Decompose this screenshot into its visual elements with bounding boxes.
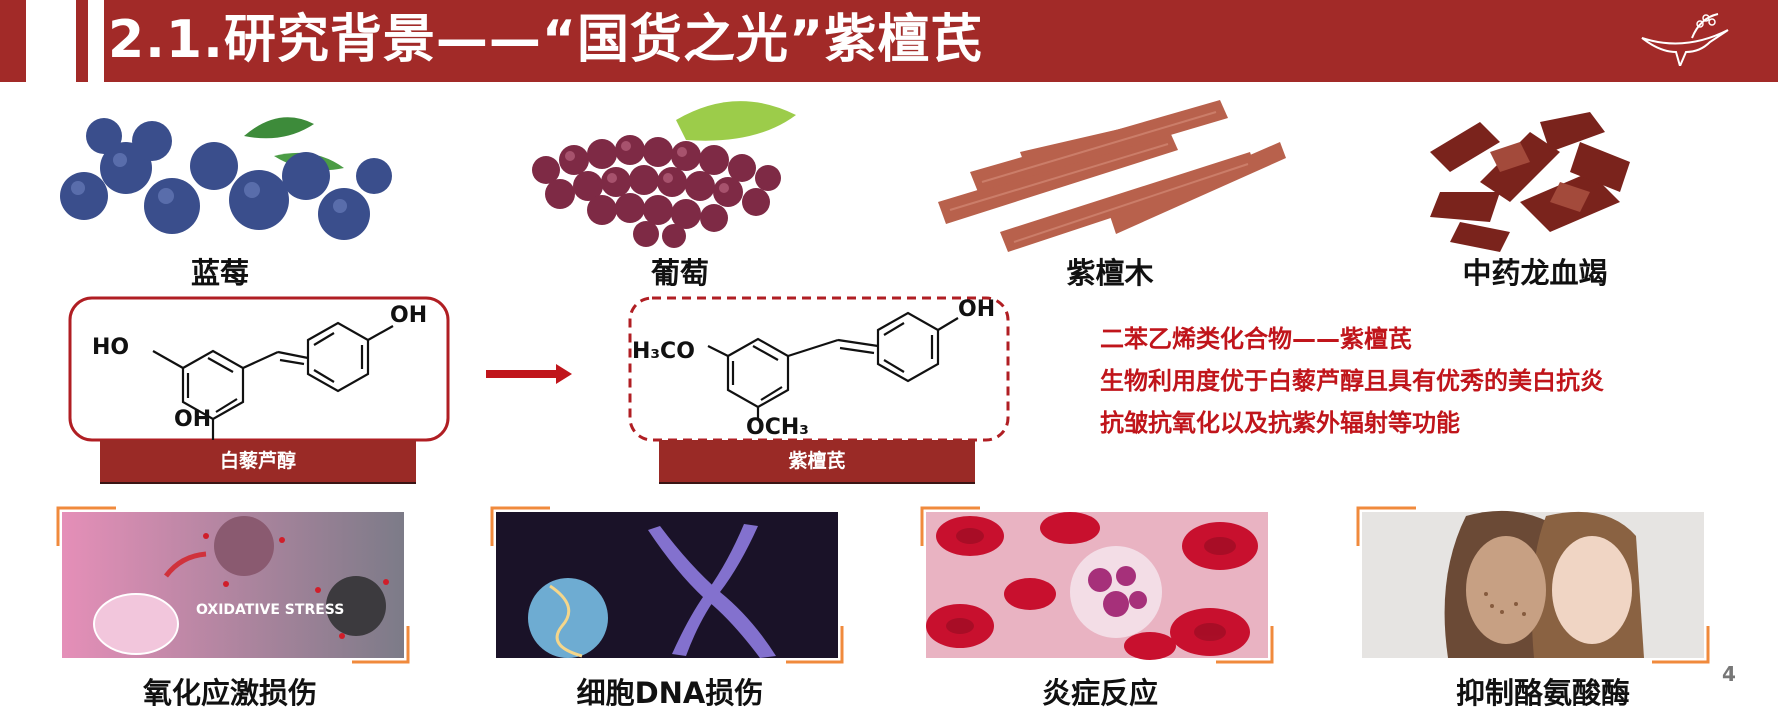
arrow-right-icon (486, 364, 572, 384)
resveratrol-ho-left: HO (92, 335, 129, 360)
header-divider (88, 0, 104, 82)
caption-blueberry: 蓝莓 (190, 256, 249, 290)
pterostilbene-label: 紫檀芪 (659, 440, 975, 484)
caption-red-sandalwood: 紫檀木 (1066, 256, 1154, 290)
dove-logo-icon (1641, 13, 1729, 66)
resveratrol-oh-top: OH (390, 303, 427, 328)
oxidative-stress-image: OXIDATIVE STRESS (56, 506, 410, 664)
page-number: 4 (1722, 662, 1736, 686)
red-sandalwood-image (938, 100, 1286, 252)
resveratrol-structure: OH HO OH (68, 296, 450, 442)
caption-grape: 葡萄 (650, 256, 709, 290)
dragon-blood-image (1430, 112, 1630, 252)
resveratrol-label: 白藜芦醇 (100, 440, 416, 484)
page-title: 2.1.研究背景——“国货之光”紫檀芪 (108, 10, 984, 70)
header-bar (0, 0, 1778, 82)
pterostilbene-och3: OCH₃ (746, 415, 809, 440)
skin-whitening-image (1356, 506, 1710, 664)
blueberry-image (60, 117, 392, 240)
pterostilbene-oh-top: OH (958, 297, 995, 322)
caption-dragon-blood: 中药龙血竭 (1462, 256, 1608, 290)
header-divider (26, 0, 76, 82)
grape-image (532, 101, 796, 248)
resveratrol-oh-bottom: OH (174, 407, 211, 432)
caption-inflammation: 炎症反应 (1041, 676, 1158, 710)
description-line: 生物利用度优于白藜芦醇且具有优秀的美白抗炎 (1100, 367, 1604, 395)
inflammation-image (920, 506, 1274, 664)
description-text: 二苯乙烯类化合物——紫檀芪 生物利用度优于白藜芦醇且具有优秀的美白抗炎 抗皱抗氧… (1100, 318, 1604, 444)
caption-oxidative-stress: 氧化应激损伤 (142, 676, 317, 710)
description-line: 抗皱抗氧化以及抗紫外辐射等功能 (1100, 409, 1460, 437)
caption-dna-damage: 细胞DNA损伤 (576, 676, 764, 710)
caption-tyrosinase: 抑制酪氨酸酶 (1455, 676, 1630, 710)
oxidative-stress-overlay: OXIDATIVE STRESS (196, 602, 344, 618)
description-line: 二苯乙烯类化合物——紫檀芪 (1100, 325, 1412, 353)
dna-damage-image (490, 506, 844, 664)
pterostilbene-h3co: H₃CO (632, 339, 695, 364)
pterostilbene-structure: OH H₃CO OCH₃ (628, 296, 1010, 442)
